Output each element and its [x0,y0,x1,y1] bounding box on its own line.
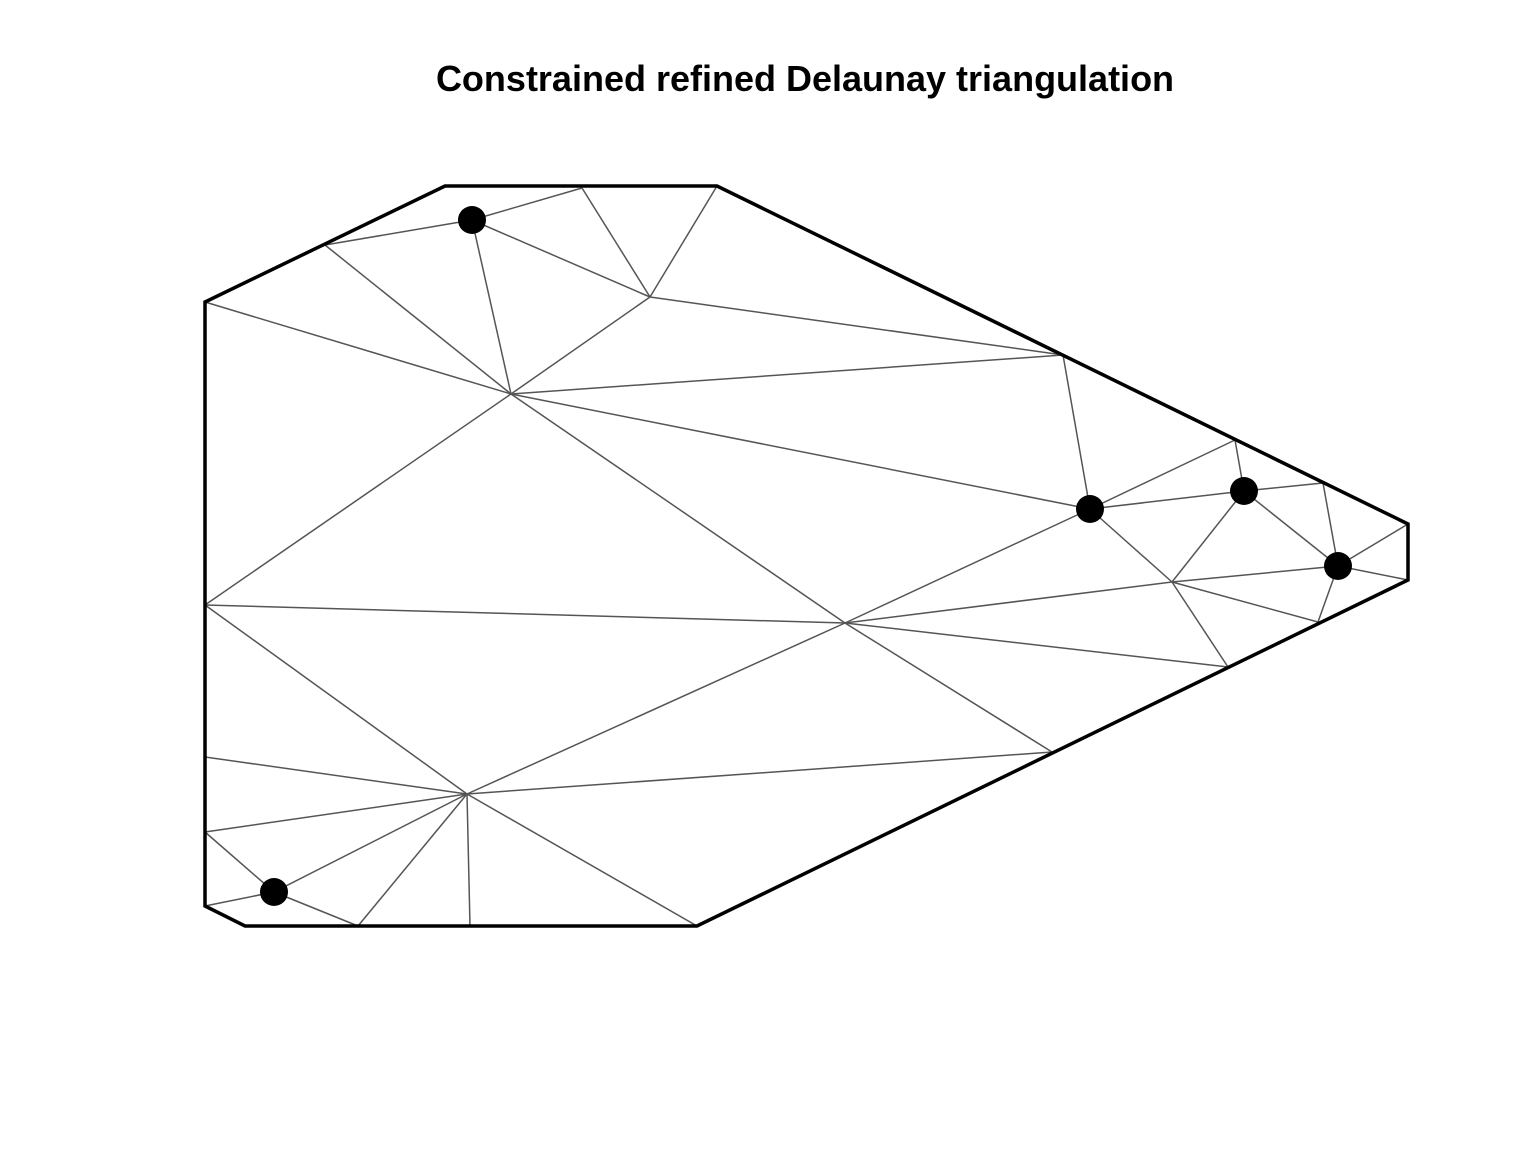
mesh-edge-7 [649,296,1064,356]
mesh-edge-5 [581,187,651,298]
mesh-edge-31 [844,581,1173,624]
data-point-1 [458,206,486,234]
mesh-edge-14 [510,393,846,624]
mesh-edge-43 [273,793,468,893]
data-points [260,206,1352,906]
mesh-edge-32 [844,622,1229,668]
mesh-edge-3 [471,219,651,298]
mesh-edge-4 [471,219,512,395]
mesh-edge-22 [1171,490,1245,583]
mesh-edge-6 [649,185,718,298]
mesh-edge-28 [1171,565,1339,583]
mesh-edge-15 [1062,354,1091,510]
mesh-edge-16 [1089,439,1236,510]
mesh-edge-46 [273,891,359,927]
mesh-edge-13 [204,393,512,606]
mesh-edge-10 [204,301,512,395]
mesh-edge-9 [324,244,512,395]
mesh-edge-8 [510,296,651,395]
mesh-edge-42 [357,793,468,927]
mesh-edge-36 [204,604,468,795]
mesh-edge-33 [844,622,1053,753]
mesh-edge-24 [1322,482,1339,567]
mesh-edge-18 [1089,508,1173,583]
boundary-polygon-layer [203,184,1410,928]
mesh-edges [204,185,1409,927]
mesh-edge-38 [204,793,468,833]
mesh-edge-41 [466,793,471,927]
mesh-edge-12 [510,393,1091,510]
mesh-edge-23 [1243,490,1339,567]
mesh-edge-35 [466,622,846,795]
mesh-edge-19 [844,508,1091,624]
mesh-edge-1 [324,219,473,246]
mesh-edge-40 [466,793,698,927]
data-point-3 [1230,477,1258,505]
mesh-edge-29 [1171,581,1319,623]
mesh-edge-30 [1171,581,1229,668]
mesh-edge-17 [1089,490,1245,510]
data-point-4 [1324,552,1352,580]
mesh-edge-44 [204,831,275,893]
mesh-edge-37 [204,756,468,795]
mesh-edge-11 [510,354,1064,395]
mesh-edge-39 [466,751,1053,795]
mesh-edge-2 [471,187,583,221]
mesh-edge-34 [204,604,846,624]
diagram-title: Constrained refined Delaunay triangulati… [435,58,1175,99]
data-point-5 [260,878,288,906]
boundary-polygon [203,184,1410,928]
data-point-2 [1076,495,1104,523]
